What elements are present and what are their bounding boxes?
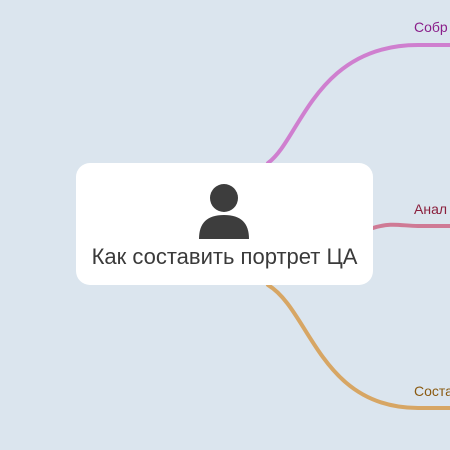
central-topic-label: Как составить портрет ЦА [91, 244, 358, 269]
branch-label-3[interactable]: Соста [414, 383, 450, 399]
connector-branch-2 [371, 222, 450, 230]
connector-branch-3 [266, 283, 450, 410]
branch-label-1[interactable]: Собр [414, 19, 448, 35]
person-icon [199, 184, 249, 239]
branch-label-2[interactable]: Анал [414, 201, 448, 217]
connector-branch-1 [266, 43, 450, 165]
